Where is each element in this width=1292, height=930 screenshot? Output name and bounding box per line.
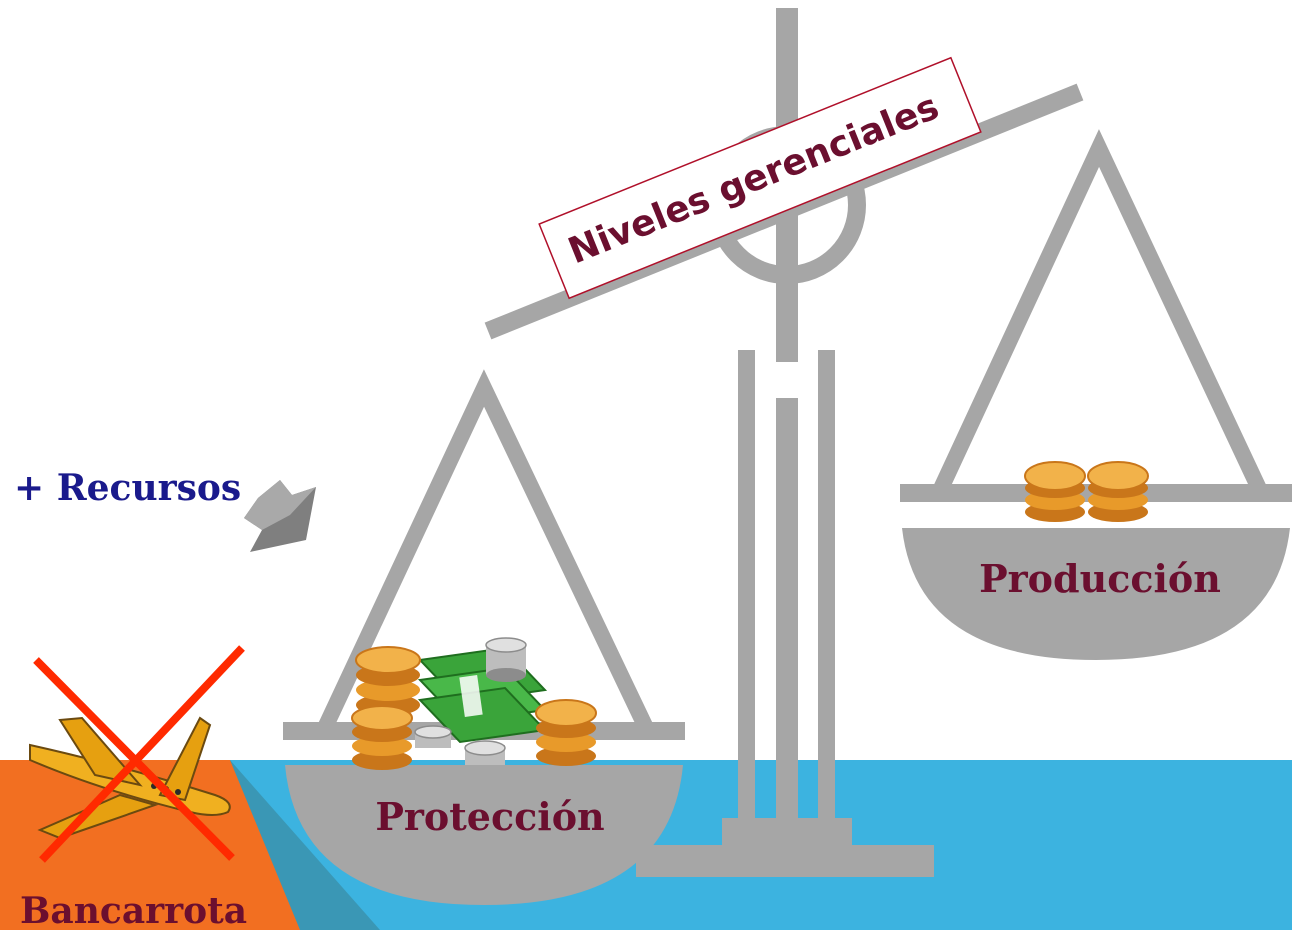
right-pan-strings — [930, 129, 1270, 499]
airplane-icon — [29, 716, 231, 840]
right-pan-coins — [1024, 461, 1149, 522]
down-right-arrow-icon — [244, 480, 316, 552]
left-pan-bowl — [285, 765, 683, 905]
header-label-box — [538, 56, 982, 300]
coin-stack-icon — [414, 725, 452, 748]
right-pan-bowl — [902, 528, 1290, 660]
coin-stack-icon — [1024, 461, 1086, 522]
money-stack-icon — [417, 646, 548, 744]
scale-stand — [636, 8, 934, 877]
resources-label: + Recursos — [14, 467, 241, 509]
stand-base-step — [722, 818, 852, 848]
coin-stack-icon — [535, 699, 597, 766]
right-pan-label: Producción — [979, 556, 1221, 601]
coin-stack-icon — [351, 705, 413, 770]
stand-pillar-center — [776, 398, 798, 825]
left-pan-strings — [315, 369, 656, 736]
stand-base — [636, 845, 934, 877]
left-pan-label: Protección — [375, 794, 604, 839]
left-pan-money — [351, 637, 597, 770]
stand-pillar-right — [818, 350, 835, 825]
cross-out-icon — [33, 645, 245, 863]
coin-stack-icon — [485, 637, 527, 682]
stand-pillar-left — [738, 350, 755, 825]
coin-stack-icon — [464, 740, 506, 765]
coin-stack-icon — [1087, 461, 1149, 522]
bankruptcy-label: Bancarrota — [20, 890, 247, 930]
